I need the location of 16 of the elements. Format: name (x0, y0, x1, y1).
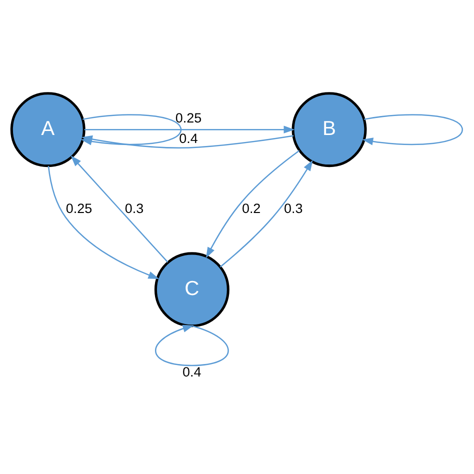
edge-label: 0.3 (284, 200, 303, 216)
edge-label: 0.2 (242, 200, 261, 216)
arrow (70, 156, 168, 263)
edge-label: 0.25 (66, 200, 92, 216)
edge-label: 0.4 (179, 130, 198, 146)
arrow (362, 114, 463, 146)
arrow (155, 324, 229, 366)
edge-label: 0.25 (175, 110, 202, 126)
arrow (206, 150, 300, 258)
arrow (48, 166, 160, 279)
node-circle: B (292, 92, 367, 168)
edge-label: 0.4 (182, 364, 202, 380)
arrow (220, 160, 313, 268)
edge-label: 0.3 (124, 200, 144, 216)
arrow (84, 126, 295, 134)
node-circle: C (154, 252, 230, 328)
